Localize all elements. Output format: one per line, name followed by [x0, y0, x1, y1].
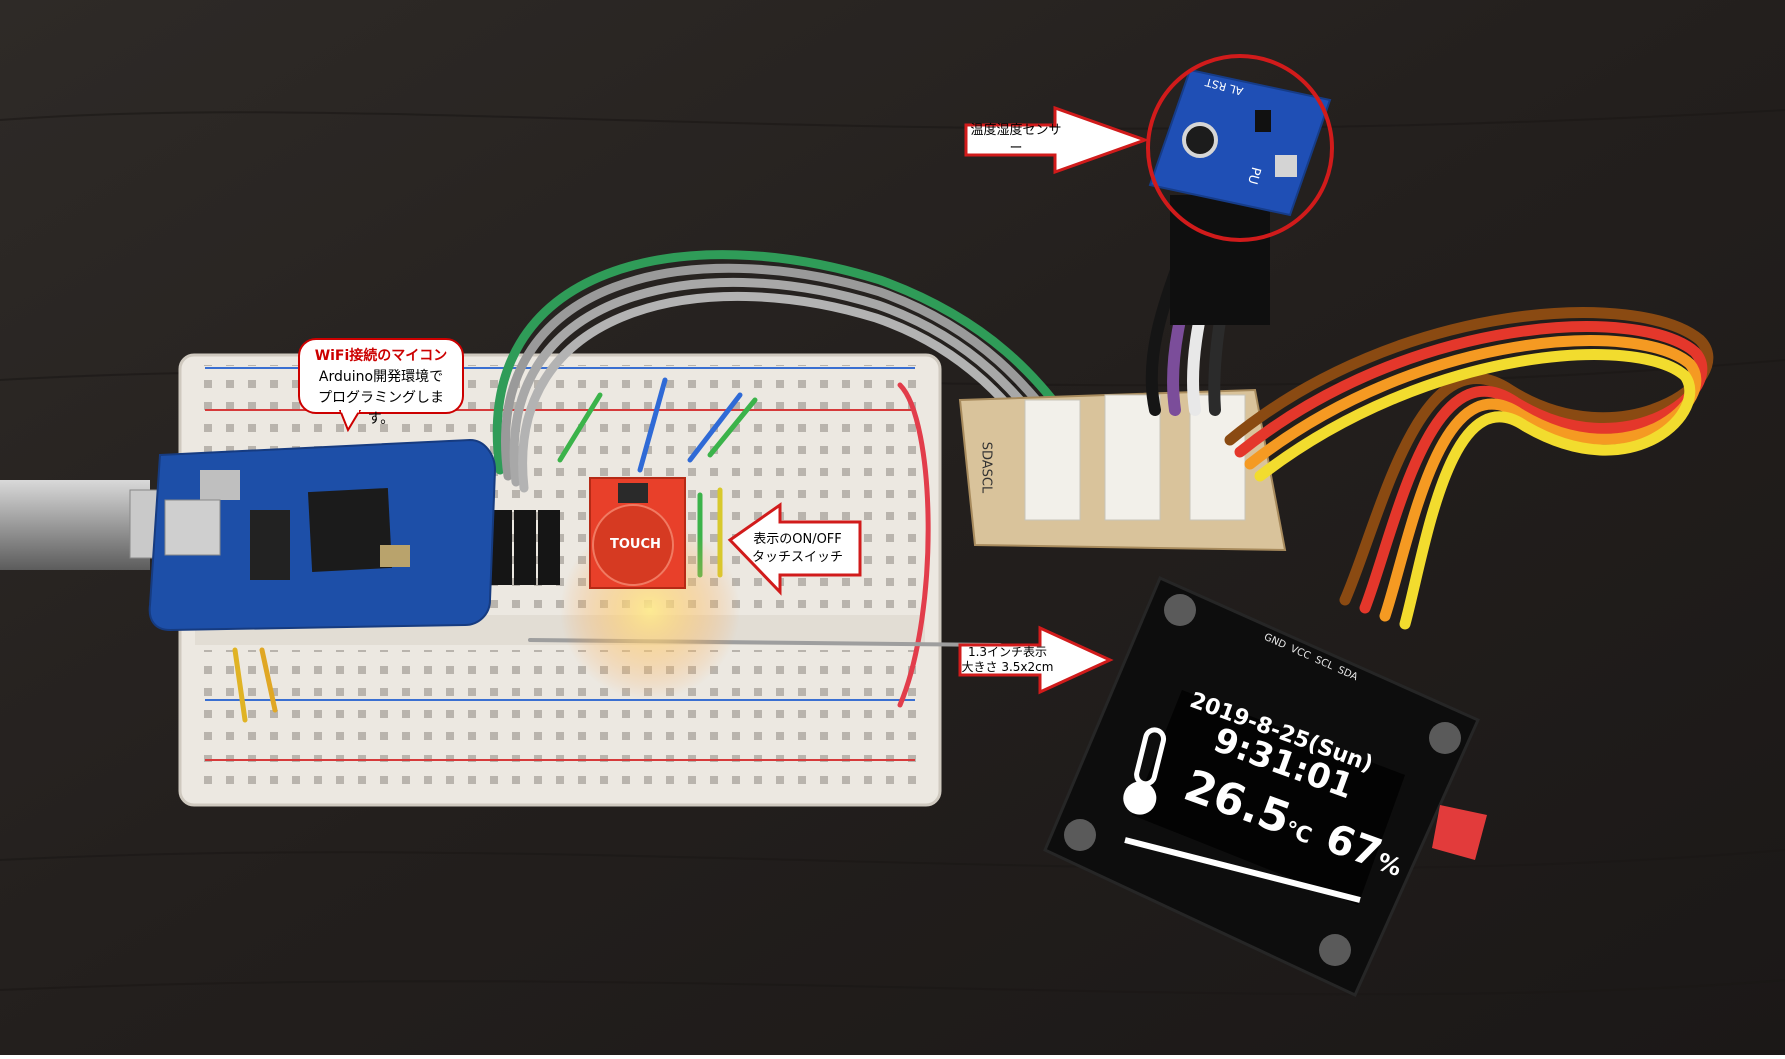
oled-display [1043, 576, 1487, 998]
touch-label-line2: タッチスイッチ [751, 549, 843, 565]
connector-board [958, 388, 1287, 552]
pin-header [490, 510, 560, 585]
sensor-label-text: 温度湿度センサー [970, 123, 1062, 156]
mcu-callout-line2: Arduino開発環境で [318, 369, 444, 385]
display-label-line1: 1.3インチ表示 [967, 645, 1048, 659]
touch-label-line1: 表示のON/OFF [753, 531, 842, 547]
annotation-arrows [727, 105, 1150, 695]
display-cable [1224, 307, 1714, 630]
temp-humidity-sensor [1148, 68, 1332, 325]
usb-cable [0, 480, 171, 570]
sensor-highlight-circle [1146, 54, 1334, 242]
callout-tail [338, 410, 362, 432]
mcu-callout-title: WiFi接続のマイコン [314, 348, 448, 364]
mcu-callout-line3: プログラミングします。 [318, 390, 444, 427]
touch-arrow-label: 表示のON/OFF タッチスイッチ [735, 522, 860, 575]
connector-board-label: SDASCL [978, 441, 994, 494]
mcu-callout: WiFi接続のマイコン Arduino開発環境で プログラミングします。 [298, 338, 464, 427]
sensor-arrow-label: 温度湿度センサー [966, 123, 1066, 156]
touch-switch-module [589, 477, 686, 589]
thermometer-icon [1123, 727, 1167, 815]
touch-module-label: TOUCH [610, 537, 661, 552]
wemos-d1-mini [148, 438, 497, 632]
display-label-line2: 大きさ 3.5x2cm [961, 660, 1054, 674]
display-arrow-label: 1.3インチ表示 大きさ 3.5x2cm [960, 645, 1055, 675]
